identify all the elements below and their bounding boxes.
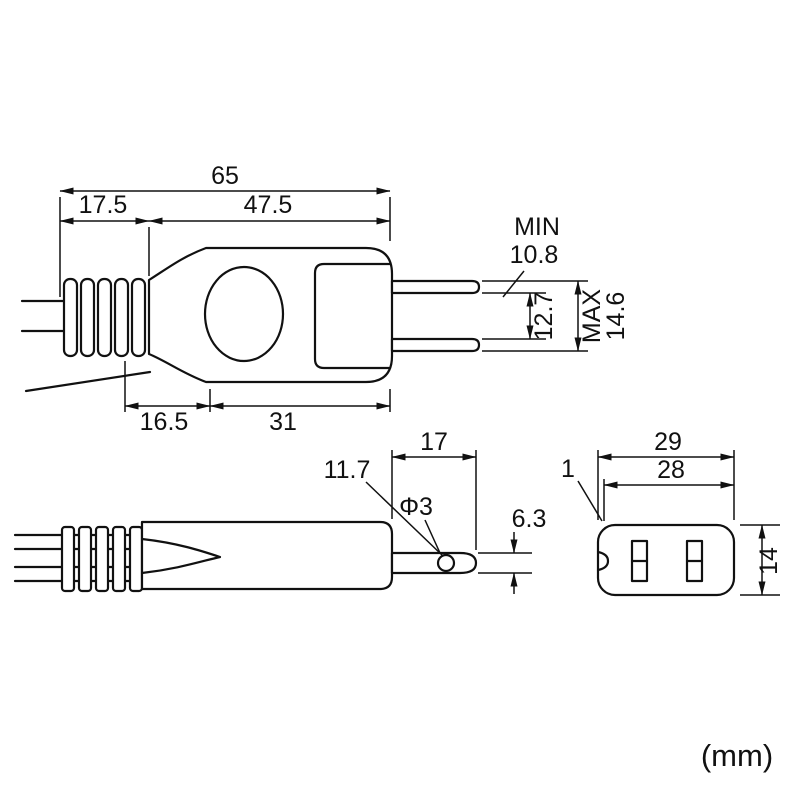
prong-housing-bracket	[313, 262, 392, 370]
strain-relief-rib	[130, 277, 147, 358]
front-view-dimensions: 29 28 1 14	[561, 428, 783, 596]
side-view-dimensions: 17 11.7 Φ3 6.3	[324, 428, 547, 594]
strain-relief-rib	[96, 277, 113, 358]
dim-label-overall-height: 14	[755, 547, 783, 575]
cord-split-detail	[140, 537, 222, 575]
dim-label-pin-gap: 12.7	[530, 292, 558, 341]
dim-label-pin-length: 17	[420, 428, 448, 456]
dim-label-boot-length: 17.5	[79, 191, 128, 219]
strain-relief-rib	[62, 277, 79, 358]
strain-relief-rib	[60, 525, 76, 593]
plug-body-outline	[147, 246, 394, 384]
front-view	[596, 523, 736, 597]
leader-line-hole-offset	[365, 481, 444, 557]
dim-label-rear-section: 31	[269, 408, 297, 436]
leader-line-hole-diameter	[424, 519, 441, 554]
dim-label-min-value: 10.8	[510, 241, 559, 269]
strain-relief-rib	[94, 525, 110, 593]
prong-bottom	[390, 337, 481, 353]
dim-label-edge-thickness: 1	[561, 455, 575, 483]
oval-detail	[203, 265, 285, 363]
pin-hole	[436, 553, 456, 573]
prong-top	[390, 279, 481, 295]
dim-label-hole-offset: 11.7	[324, 456, 371, 484]
top-view-dimensions: 65 17.5 47.5 16.5 31 MIN 10.8 12.7 MAX 1…	[59, 162, 630, 436]
side-view	[13, 520, 478, 593]
leader-line-min	[502, 270, 525, 298]
strain-relief-rib	[79, 277, 96, 358]
cord-line	[24, 370, 152, 393]
dim-label-overall-length: 65	[211, 162, 239, 190]
dim-label-hole-diameter: Φ3	[399, 493, 433, 521]
strain-relief-rib	[113, 277, 130, 358]
leader-line-edge	[577, 480, 603, 522]
dim-label-max: MAX	[578, 289, 606, 344]
dim-label-max-value: 14.6	[602, 292, 630, 341]
strain-relief-rib	[111, 525, 127, 593]
plug-body-side-outline	[140, 520, 394, 591]
strain-relief-rib	[128, 525, 144, 593]
dim-label-front-section: 16.5	[140, 408, 189, 436]
dim-label-inner-width: 28	[657, 456, 685, 484]
prong-side	[390, 551, 478, 575]
strain-relief-rib	[77, 525, 93, 593]
dim-label-min: MIN	[514, 213, 560, 241]
units-label: (mm)	[701, 738, 773, 773]
dim-label-body-length: 47.5	[244, 191, 293, 219]
dim-label-overall-width: 29	[654, 428, 682, 456]
dim-label-pin-thickness: 6.3	[512, 505, 547, 533]
top-view	[20, 246, 481, 393]
plug-face-outline	[596, 523, 736, 597]
side-hole-notch	[596, 550, 610, 572]
